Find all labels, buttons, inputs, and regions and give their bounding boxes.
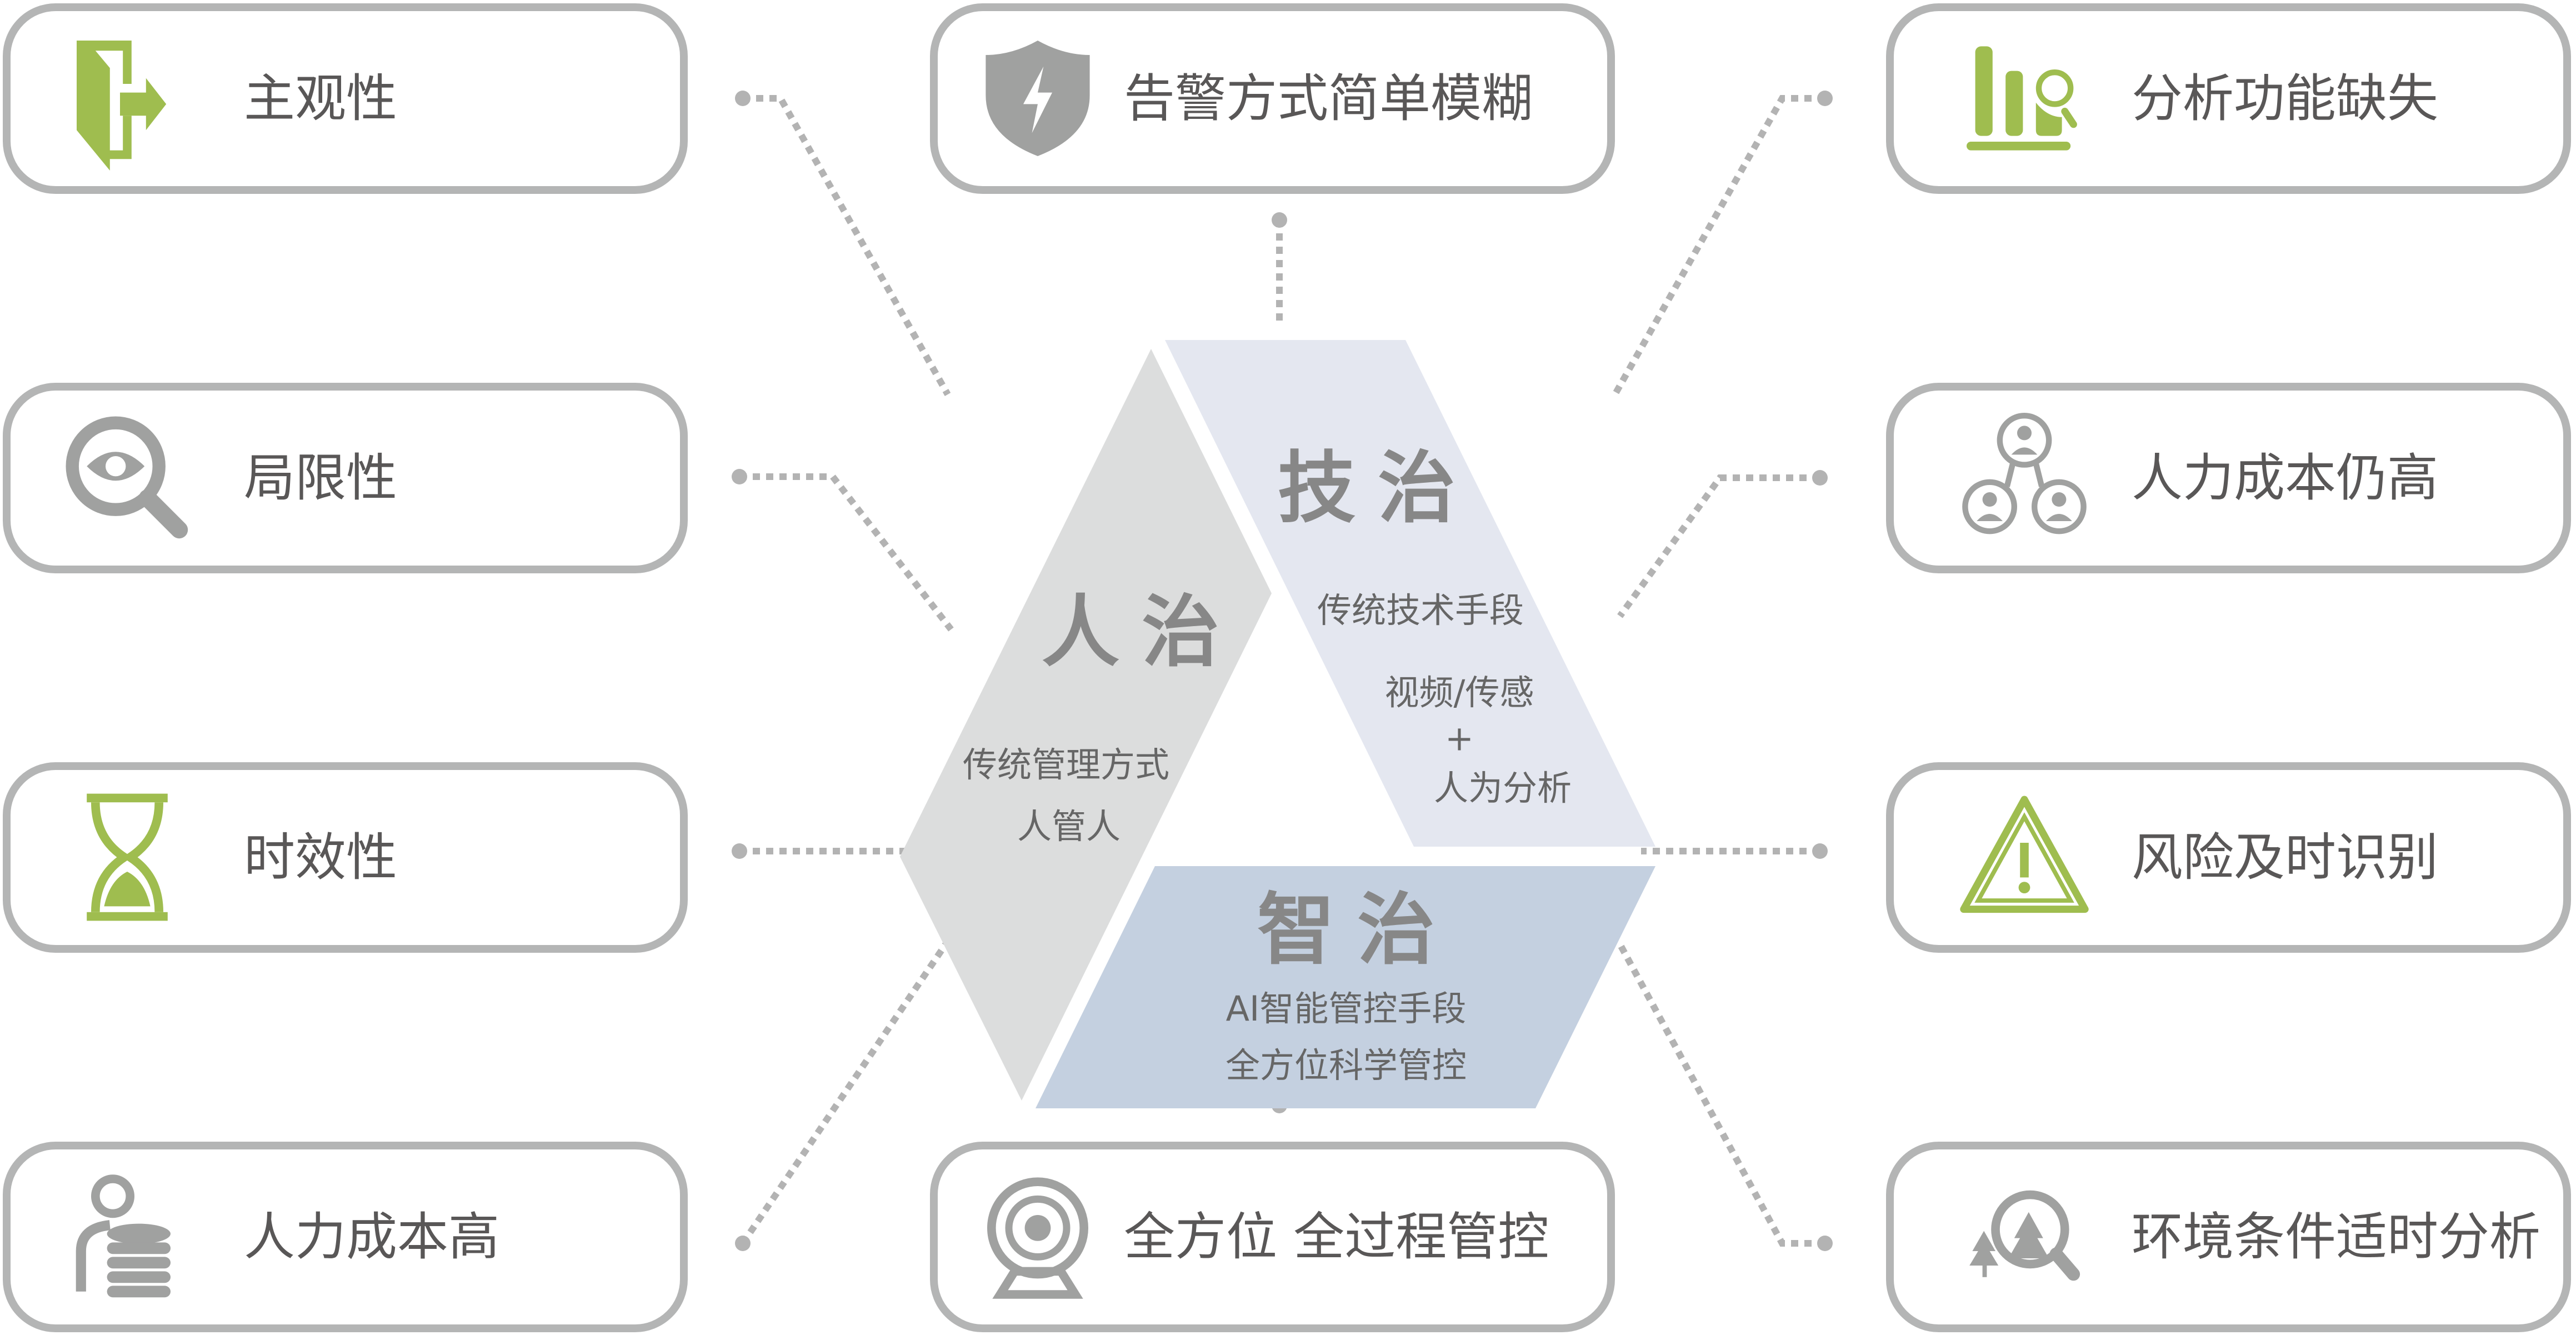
ren-zhi-shape <box>900 349 1272 1101</box>
box-label: 告警方式简单模糊 <box>1124 69 1533 128</box>
zhi-zhi-line: AI智能管控手段 <box>1226 988 1467 1029</box>
ren-zhi-line: 传统管理方式 <box>962 744 1170 785</box>
box-label: 风险及时识别 <box>2132 828 2439 887</box>
people-network-icon <box>1952 406 2097 550</box>
connector-top-right <box>1612 95 1825 396</box>
ren-zhi-title: 人治 <box>1041 587 1242 678</box>
exit-door-icon <box>55 26 199 171</box>
box-risk-identify: 风险及时识别 <box>1886 762 2571 953</box>
ji-zhi-title: 技治 <box>1277 443 1478 534</box>
connector-bottom-left <box>740 939 951 1246</box>
box-environment-analysis: 环境条件适时分析 <box>1886 1142 2571 1332</box>
warning-triangle-icon <box>1952 785 2097 929</box>
box-label: 全方位 全过程管控 <box>1124 1207 1549 1267</box>
hourglass-icon <box>55 785 199 929</box>
box-labor-cost-high: 人力成本高 <box>3 1142 688 1332</box>
connector-top-left <box>743 95 951 396</box>
forest-search-icon <box>1952 1164 2097 1309</box>
box-subjectivity: 主观性 <box>3 3 688 194</box>
ji-zhi-line: 视频/传感 <box>1384 672 1534 713</box>
ji-zhi-line: 人为分析 <box>1433 768 1572 808</box>
box-label: 分析功能缺失 <box>2132 69 2439 128</box>
box-label: 环境条件适时分析 <box>2132 1207 2541 1267</box>
box-label: 时效性 <box>244 828 398 887</box>
box-label: 人力成本仍高 <box>2132 448 2439 508</box>
ji-zhi-shape <box>1165 340 1655 847</box>
box-alarm-simple: 告警方式简单模糊 <box>930 3 1615 194</box>
zhi-zhi-shape <box>1036 866 1655 1108</box>
shield-lightning-icon <box>966 26 1110 171</box>
webcam-icon <box>966 1164 1110 1309</box>
box-full-control: 全方位 全过程管控 <box>930 1142 1615 1332</box>
ji-zhi-line: 传统技术手段 <box>1317 590 1524 631</box>
coins-person-icon <box>55 1164 199 1309</box>
box-analysis-missing: 分析功能缺失 <box>1886 3 2571 194</box>
bar-chart-search-icon <box>1952 26 2097 171</box>
zhi-zhi-line: 全方位科学管控 <box>1225 1045 1467 1086</box>
zhi-zhi-title: 智治 <box>1257 885 1458 976</box>
ji-zhi-line: + <box>1445 718 1474 759</box>
connector-bottom-right <box>1615 939 1825 1247</box>
box-label: 人力成本高 <box>244 1207 500 1267</box>
connector-mid-left <box>739 473 954 632</box>
connector-mid-right <box>1617 474 1820 618</box>
box-labor-cost-still-high: 人力成本仍高 <box>1886 383 2571 573</box>
box-label: 局限性 <box>244 448 398 508</box>
box-label: 主观性 <box>244 69 398 128</box>
box-limitation: 局限性 <box>3 383 688 573</box>
box-timeliness: 时效性 <box>3 762 688 953</box>
eye-magnifier-icon <box>55 406 199 550</box>
ren-zhi-line: 人管人 <box>1017 806 1121 847</box>
